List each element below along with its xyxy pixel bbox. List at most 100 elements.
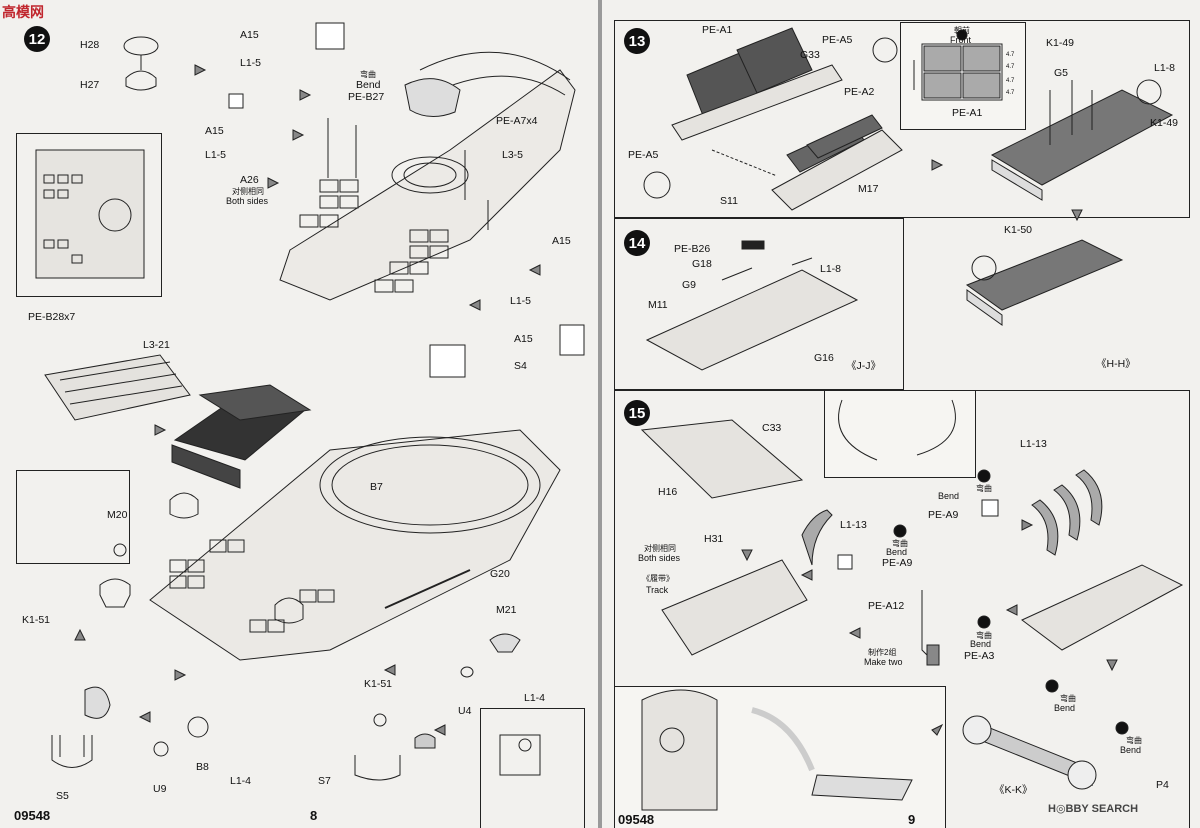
part-label-s5: S5 — [56, 790, 69, 802]
step-number-15: 15 — [624, 400, 650, 426]
part-label-s4: S4 — [514, 360, 527, 372]
dimension-label: 4.7 — [1006, 90, 1015, 96]
part-label-a15: A15 — [205, 125, 224, 137]
track-cn: 《履带》 — [642, 574, 674, 583]
part-label-k1-49: K1-49 — [1150, 117, 1179, 129]
part-label-c33: C33 — [762, 422, 782, 434]
part-label-k1-49: K1-49 — [1046, 37, 1075, 49]
part-label-pe-a5: PE-A5 — [822, 34, 853, 46]
bend-cn: 弯曲 — [892, 539, 908, 548]
part-label-l1-8: L1-8 — [1154, 62, 1176, 74]
both-sides-cn: 对侧相同 — [644, 544, 676, 553]
both-sides-en: Both sides — [226, 196, 269, 206]
step-number-12: 12 — [24, 26, 50, 52]
part-label-pe-a1-box: PE-A1 — [952, 107, 983, 119]
part-label-l1-4: L1-4 — [524, 692, 546, 704]
watermark: H◎BBY SEARCH — [1048, 803, 1139, 815]
part-label-pe-a3: PE-A3 — [964, 650, 995, 662]
part-label-pe-b26: PE-B26 — [674, 243, 711, 255]
part-label-s11: S11 — [720, 195, 738, 207]
page-8-drawing — [35, 22, 585, 781]
part-label-pe-a12: PE-A12 — [868, 600, 905, 612]
part-label-l1-13: L1-13 — [1020, 438, 1047, 450]
page-number: 8 — [310, 808, 318, 823]
bend-cn: 弯曲 — [1126, 736, 1142, 745]
front-cn: 朝前 — [954, 26, 970, 35]
bend-en: Bend — [886, 547, 908, 557]
view-label-j-j: 《J-J》 — [846, 360, 881, 372]
make-two-cn: 制作2组 — [868, 648, 897, 657]
part-label-pe-a9: PE-A9 — [928, 509, 959, 521]
part-label-g5: G5 — [1054, 67, 1069, 79]
part-label-l1-5: L1-5 — [205, 149, 227, 161]
both-sides-cn: 对侧相同 — [232, 187, 264, 196]
both-sides-en: Both sides — [638, 553, 681, 563]
dimension-label: 4.7 — [1006, 78, 1015, 84]
front-en: Front — [950, 35, 972, 45]
bend-en: Bend — [1054, 703, 1076, 713]
part-label-l1-5: L1-5 — [510, 295, 532, 307]
dimension-label: 4.7 — [1006, 64, 1015, 70]
part-label-m17: M17 — [858, 183, 879, 195]
bend-en: Bend — [356, 79, 381, 91]
part-label-m20: M20 — [107, 509, 128, 521]
part-label-s7: S7 — [318, 775, 331, 787]
view-label-h-h: 《H-H》 — [1096, 358, 1136, 370]
part-label-l1-8: L1-8 — [820, 263, 842, 275]
part-label-k1-51: K1-51 — [364, 678, 393, 690]
part-label-h16: H16 — [658, 486, 678, 498]
part-label-h27: H27 — [80, 79, 100, 91]
part-label-h31: H31 — [704, 533, 724, 545]
part-label-l1-4: L1-4 — [230, 775, 252, 787]
part-label-u9: U9 — [153, 783, 167, 795]
part-label-pe-b27: PE-B27 — [348, 91, 385, 103]
dimension-label: 4.7 — [1006, 52, 1015, 58]
make-two-en: Make two — [864, 657, 903, 667]
step-14-frame — [614, 218, 904, 390]
part-label-pe-a9: PE-A9 — [882, 557, 913, 569]
step-13-frame — [614, 20, 1190, 218]
site-logo: 高模网 — [2, 4, 44, 20]
manual-page-9: 13 14 15 — [602, 0, 1200, 828]
part-label-a15: A15 — [514, 333, 533, 345]
bend-cn: 弯曲 — [976, 631, 992, 640]
part-label-l1-13: L1-13 — [840, 519, 867, 531]
part-label-g33: G33 — [800, 49, 820, 61]
part-label-a15: A15 — [552, 235, 571, 247]
bend-en: Bend — [938, 491, 960, 501]
part-label-a26: A26 — [240, 174, 259, 186]
track-en: Track — [646, 585, 669, 595]
part-label-pe-a7x4: PE-A7x4 — [496, 115, 538, 127]
bend-cn: 弯曲 — [360, 70, 376, 79]
part-label-l1-5: L1-5 — [240, 57, 262, 69]
document-code: 09548 — [618, 812, 655, 827]
part-label-m21: M21 — [496, 604, 517, 616]
step-number-14: 14 — [624, 230, 650, 256]
part-label-pe-a5: PE-A5 — [628, 149, 659, 161]
part-label-p4: P4 — [1156, 779, 1169, 791]
part-label-pe-b28x7: PE-B28x7 — [28, 311, 76, 323]
part-label-k1-51: K1-51 — [22, 614, 51, 626]
part-label-m11: M11 — [648, 299, 668, 311]
part-label-l3-21: L3-21 — [143, 339, 170, 351]
inset-hull-view — [16, 133, 162, 297]
part-label-g18: G18 — [692, 258, 712, 270]
part-label-h28: H28 — [80, 39, 100, 51]
document-code: 09548 — [14, 808, 51, 823]
part-label-pe-a2: PE-A2 — [844, 86, 875, 98]
bend-en: Bend — [970, 639, 992, 649]
part-label-b8: B8 — [196, 761, 209, 773]
inset-corner-view — [480, 708, 585, 828]
part-label-g16: G16 — [814, 352, 834, 364]
bend-en: Bend — [1120, 745, 1142, 755]
page-gutter — [598, 0, 602, 828]
view-label-k-k: 《K-K》 — [994, 784, 1033, 796]
part-label-l3-5: L3-5 — [502, 149, 524, 161]
manual-page-8: 高模网 12 — [0, 0, 598, 828]
step-number-13: 13 — [624, 28, 650, 54]
part-label-g20: G20 — [490, 568, 510, 580]
part-label-pe-a1: PE-A1 — [702, 24, 733, 36]
part-label-a15: A15 — [240, 29, 259, 41]
page-number: 9 — [908, 812, 916, 827]
bend-cn: 弯曲 — [1060, 694, 1076, 703]
